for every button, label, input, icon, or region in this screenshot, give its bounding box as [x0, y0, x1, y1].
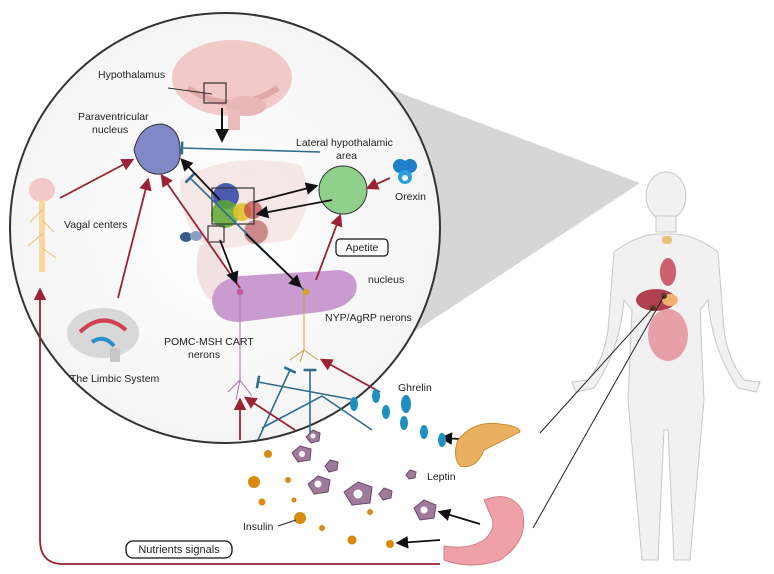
nutrients-signals-box: [125, 540, 233, 559]
pomc-neuron: [227, 288, 253, 401]
insulin-pointer: [277, 519, 297, 527]
label-ghrelin: Ghrelin: [398, 382, 432, 394]
label-paraventricular-line1: Paraventricular: [78, 111, 149, 123]
nyp-neuron: [289, 288, 319, 363]
label-vagal-centers: Vagal centers: [64, 219, 127, 231]
lateral-hypothalamic-area: [318, 165, 368, 215]
pancreas: [454, 422, 521, 468]
label-paraventricular-line2: nucleus: [92, 124, 128, 136]
label-pomc-line1: POMC-MSH CART: [164, 336, 254, 348]
label-nutrients-signals: Nutrients signals: [138, 544, 220, 556]
limbic-brain-icon: [67, 308, 139, 362]
paraventricular-nucleus: [133, 123, 181, 175]
leptin-centers: [299, 433, 428, 514]
label-apetite: Apetite: [346, 242, 379, 254]
spinal-cord-icon: [27, 178, 57, 272]
label-pomc-line2: nerons: [188, 349, 220, 361]
stimulatory-connections: [33, 158, 440, 565]
label-lateral-line1: Lateral hypothalamic: [296, 137, 393, 149]
stomach: [443, 496, 525, 566]
label-hypothalamus: Hypothalamus: [98, 69, 165, 81]
apetite-box: [335, 238, 389, 257]
neural-pathways: [180, 158, 481, 549]
ghrelin-molecules: [350, 389, 446, 447]
internal-organs: [636, 236, 688, 361]
label-limbic-system: The Limbic System: [70, 373, 160, 385]
pointer-line-2: [532, 295, 665, 529]
orexin-molecule: [393, 159, 417, 184]
label-orexin: Orexin: [395, 191, 426, 203]
arcuate-nucleus: [212, 270, 357, 322]
label-lateral-line2: area: [336, 150, 357, 162]
label-leptin: Leptin: [427, 471, 456, 483]
brain-icon: [172, 40, 292, 130]
human-body: [571, 171, 761, 561]
pointer-line-1: [539, 307, 654, 434]
hypothalamus-pointer: [167, 87, 213, 95]
leptin-molecules: [291, 429, 437, 521]
label-insulin: Insulin: [243, 521, 274, 533]
insulin-molecules: [248, 450, 394, 548]
label-arcuate-line2: nucleus: [368, 274, 404, 286]
label-nyp-agrp: NYP/AgRP nerons: [325, 312, 412, 324]
